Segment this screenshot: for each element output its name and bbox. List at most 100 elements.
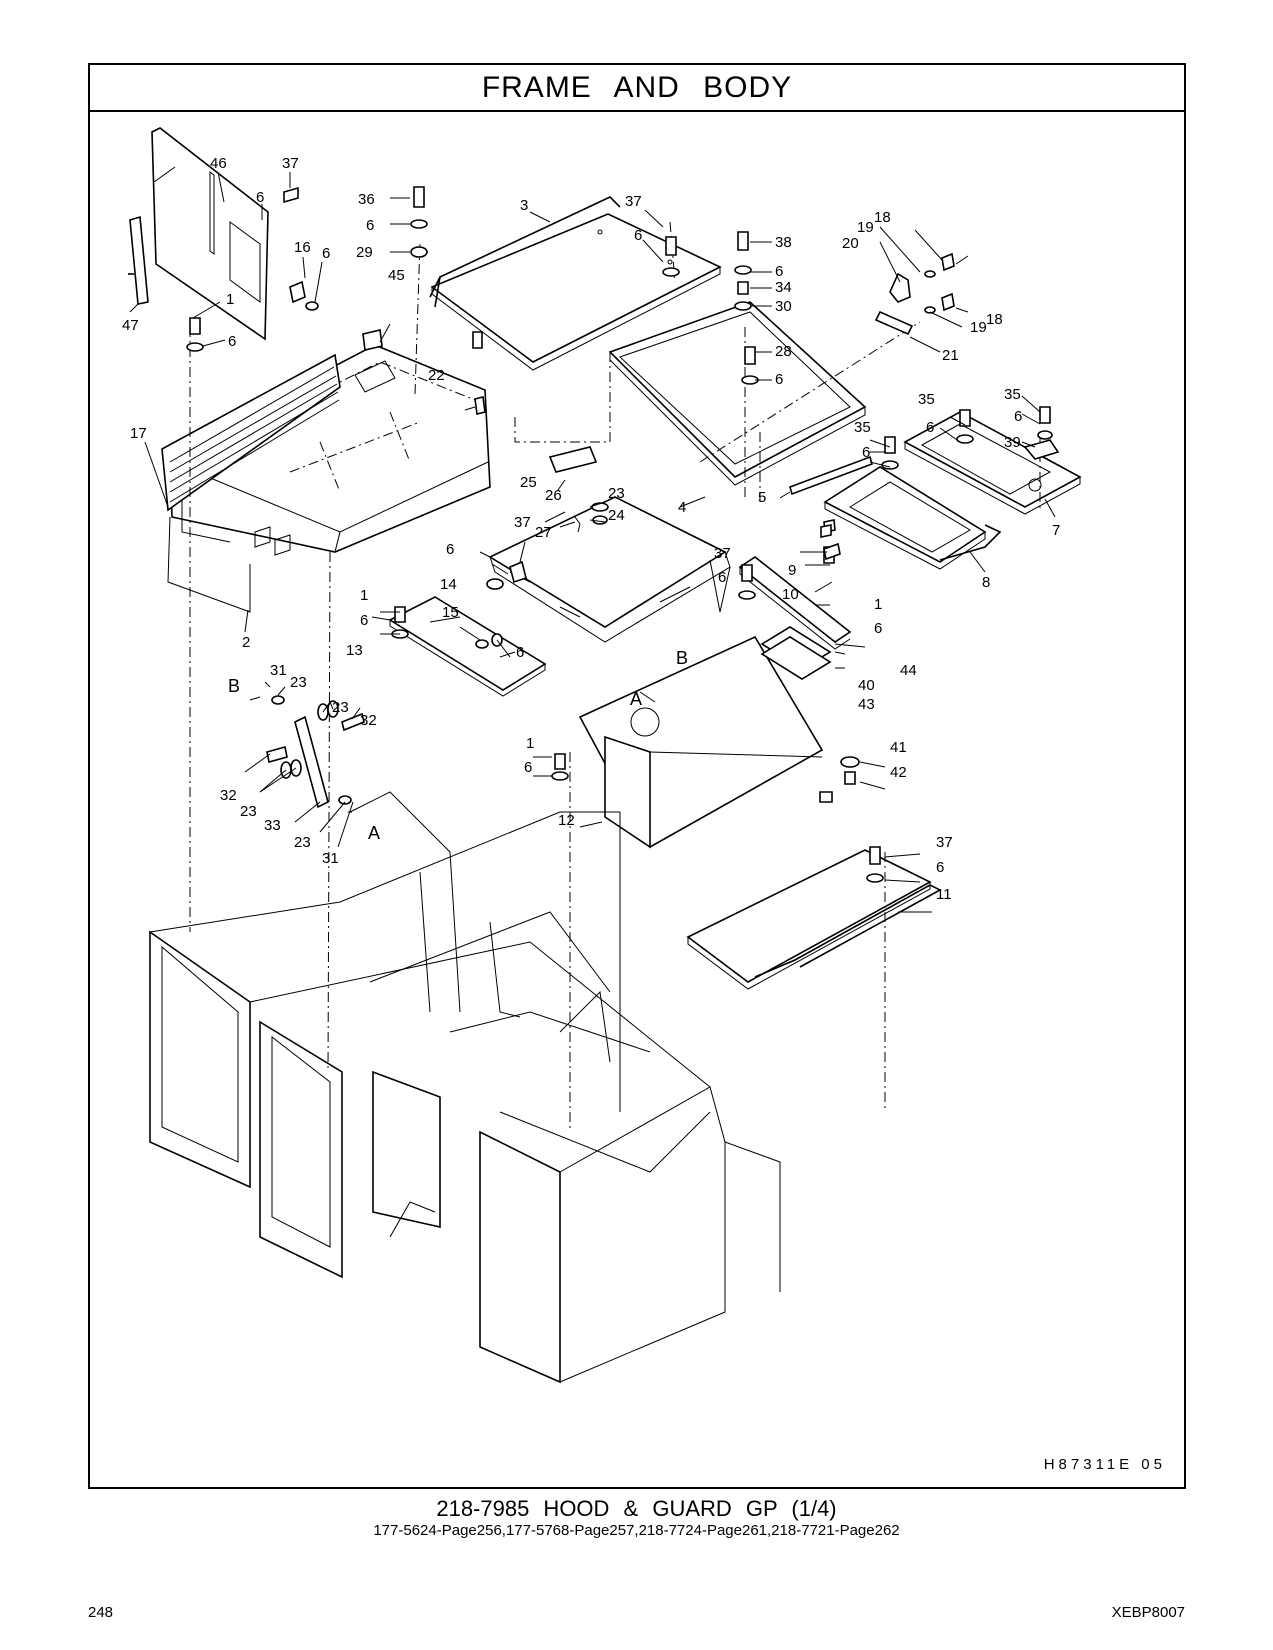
callout-6: 6 [446,541,454,558]
callout-39: 39 [1004,434,1021,451]
callout-36: 36 [358,191,375,208]
callout-2: 2 [242,634,250,651]
callout-6: 6 [775,371,783,388]
callout-6: 6 [256,189,264,206]
callout-43: 43 [858,696,875,713]
callout-46: 46 [210,155,227,172]
callout-19: 19 [857,219,874,236]
callout-20: 20 [842,235,859,252]
page-number: 248 [88,1604,114,1621]
part-bracket-44 [738,556,852,650]
hardware-bolts [128,186,1060,883]
part-pad-43 [760,636,832,680]
callout-12: 12 [558,812,575,829]
callout-37: 37 [936,834,953,851]
callout-6: 6 [322,245,330,262]
callout-4: 4 [678,499,686,516]
callout-35: 35 [854,419,871,436]
callout-6: 6 [634,227,642,244]
callout-1: 1 [526,735,534,752]
callout-6: 6 [1014,408,1022,425]
diagram-frame: FRAME AND BODY [88,63,1186,1489]
callout-32: 32 [220,787,237,804]
callout-23: 23 [608,485,625,502]
callout-37: 37 [625,193,642,210]
callout-6: 6 [874,620,882,637]
section-title: FRAME AND BODY [90,65,1184,112]
part-chassis-frame [149,791,781,1384]
callout-37: 37 [514,514,531,531]
callout-38: 38 [775,234,792,251]
part-cover-3 [429,196,722,371]
callout-3: 3 [520,197,528,214]
group-caption: 218-7985 HOOD & GUARD GP (1/4) [436,1496,837,1521]
callout-40: 40 [858,677,875,694]
callout-23: 23 [294,834,311,851]
callout-6: 6 [718,569,726,586]
callout-13: 13 [346,642,363,659]
part-strip-5 [789,455,873,496]
callout-37: 37 [714,545,731,562]
part-cover-12 [578,635,824,849]
callout-35: 35 [918,391,935,408]
callout-23: 23 [332,699,349,716]
callout-6: 6 [926,419,934,436]
callout-42: 42 [890,764,907,781]
callout-37: 37 [282,155,299,172]
callout-41: 41 [890,739,907,756]
part-plate-4 [608,301,867,486]
callout-23: 23 [290,674,307,691]
callout-9: 9 [788,562,796,579]
callout-31: 31 [270,662,287,679]
callout-29: 29 [356,244,373,261]
callout-22: 22 [428,367,445,384]
ref-label-A: A [368,823,380,843]
callout-18: 18 [986,311,1003,328]
callout-7: 7 [1052,522,1060,539]
callout-11: 11 [936,886,952,903]
ref-label-A: A [630,689,642,709]
callout-8: 8 [982,574,990,591]
callout-26: 26 [545,487,562,504]
ref-label-B: B [228,676,240,696]
callout-10: 10 [782,586,799,603]
callout-44: 44 [900,662,917,679]
callout-6: 6 [228,333,236,350]
document-id: XEBP8007 [1111,1604,1185,1621]
part-seal-47 [129,215,149,305]
callout-5: 5 [758,489,766,506]
callout-6: 6 [775,263,783,280]
callout-6: 6 [862,444,870,461]
callout-33: 33 [264,817,281,834]
part-link-33 [294,715,329,809]
part-grille-17 [161,353,341,512]
callout-27: 27 [535,524,552,541]
callout-30: 30 [775,298,792,315]
callout-21: 21 [942,347,959,364]
callout-14: 14 [440,576,457,593]
callout-18: 18 [874,209,891,226]
callout-28: 28 [775,343,792,360]
callout-6: 6 [524,759,532,776]
part-panel-46 [151,127,269,341]
callout-labels: 46 6 37 36 6 29 16 6 45 47 1 6 17 2 3 37… [122,155,1060,903]
leader-lines [129,171,1056,913]
drawing-code: H87311E 05 [1043,1456,1166,1473]
callout-19: 19 [970,319,987,336]
alignment-lines [189,221,1041,1132]
callout-6: 6 [516,644,524,661]
callout-1: 1 [874,596,882,613]
callout-32: 32 [360,712,377,729]
callout-17: 17 [130,425,147,442]
callout-6: 6 [366,217,374,234]
ref-label-B: B [676,648,688,668]
callout-24: 24 [608,507,625,524]
part-hood-14 [488,496,731,643]
callout-25: 25 [520,474,537,491]
exploded-parts-drawing: 46 6 37 36 6 29 16 6 45 47 1 6 17 2 3 37… [122,127,1082,1384]
reference-caption: 177-5624-Page256,177-5768-Page257,218-77… [373,1522,900,1539]
part-plate-7 [903,411,1082,515]
callout-35: 35 [1004,386,1021,403]
callout-16: 16 [294,239,311,256]
callout-31: 31 [322,850,339,867]
